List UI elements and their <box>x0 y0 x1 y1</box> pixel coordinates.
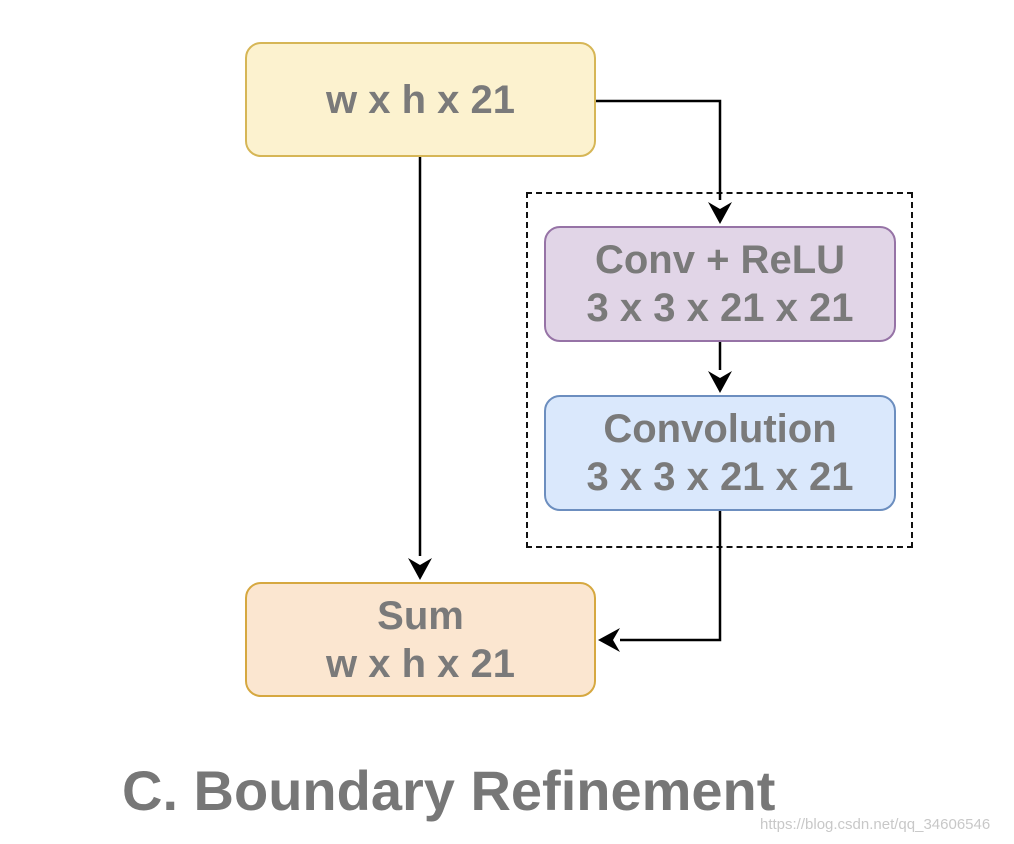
edge-input-to-conv-relu <box>596 99 722 200</box>
conv-relu-shape: 3 x 3 x 21 x 21 <box>586 286 854 330</box>
sum-shape: w x h x 21 <box>326 641 515 686</box>
conv-relu-title: Conv + ReLU <box>594 238 846 282</box>
convolution-node: Convolution 3 x 3 x 21 x 21 <box>544 395 896 511</box>
convolution-shape: 3 x 3 x 21 x 21 <box>586 455 854 499</box>
arrowhead-convolution <box>708 371 732 393</box>
arrowhead-sum-top <box>408 558 432 580</box>
figure-caption: C. Boundary Refinement <box>122 759 776 822</box>
arrowhead-sum-right <box>598 628 620 652</box>
conv-relu-node: Conv + ReLU 3 x 3 x 21 x 21 <box>544 226 896 342</box>
edge-convolution-to-sum <box>620 511 722 642</box>
arrowhead-conv-relu <box>708 202 732 224</box>
watermark: https://blog.csdn.net/qq_34606546 <box>760 816 991 833</box>
sum-node: Sum w x h x 21 <box>245 582 596 697</box>
input-node: w x h x 21 <box>245 42 596 157</box>
input-node-label: w x h x 21 <box>326 77 515 122</box>
sum-title: Sum <box>377 593 464 638</box>
convolution-title: Convolution <box>603 407 837 451</box>
